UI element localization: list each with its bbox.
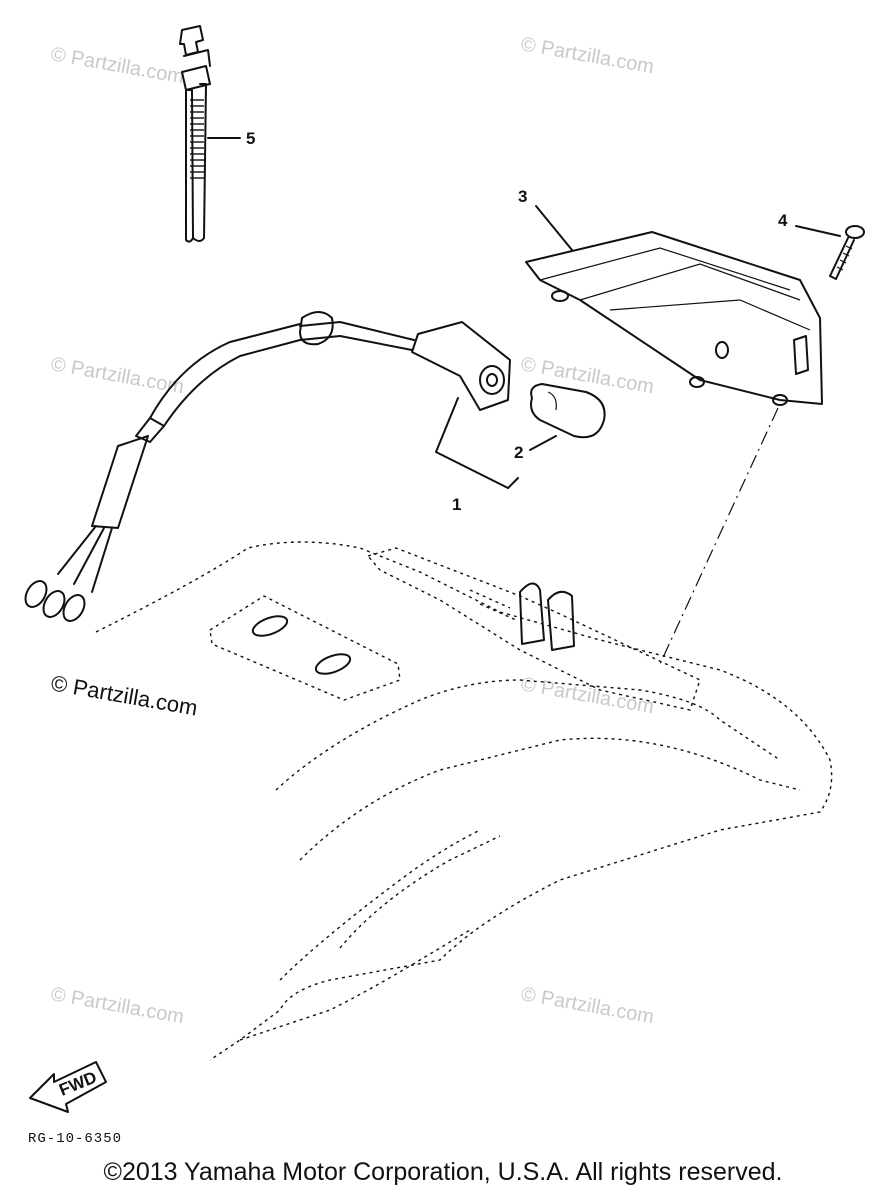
callout-1: 1	[452, 495, 461, 514]
wire-harness-part	[24, 311, 519, 622]
diagram-code: RG-10-6350	[28, 1131, 122, 1147]
assembly-centerline	[659, 407, 779, 665]
watermarks: © Partzilla.com © Partzilla.com © Partzi…	[49, 33, 656, 1028]
watermark: © Partzilla.com	[519, 673, 656, 718]
lens-part	[525, 205, 823, 406]
callout-4: 4	[778, 211, 788, 230]
watermark: © Partzilla.com	[49, 983, 186, 1028]
watermark: © Partzilla.com	[49, 43, 186, 88]
callout-2: 2	[514, 443, 523, 462]
fwd-label: FWD	[56, 1068, 99, 1100]
screw-part	[795, 225, 865, 280]
band-part	[179, 25, 241, 243]
callout-5: 5	[246, 129, 255, 148]
watermark: © Partzilla.com	[519, 33, 656, 78]
callout-3: 3	[518, 187, 527, 206]
bulb-part	[529, 383, 606, 451]
copyright-notice: ©2013 Yamaha Motor Corporation, U.S.A. A…	[103, 1158, 783, 1186]
watermark: © Partzilla.com	[49, 353, 186, 398]
watermark: © Partzilla.com	[519, 983, 656, 1028]
fwd-arrow-icon: FWD	[29, 1061, 107, 1113]
rear-fender-part	[95, 541, 833, 1061]
watermark-strong: © Partzilla.com	[49, 670, 199, 720]
